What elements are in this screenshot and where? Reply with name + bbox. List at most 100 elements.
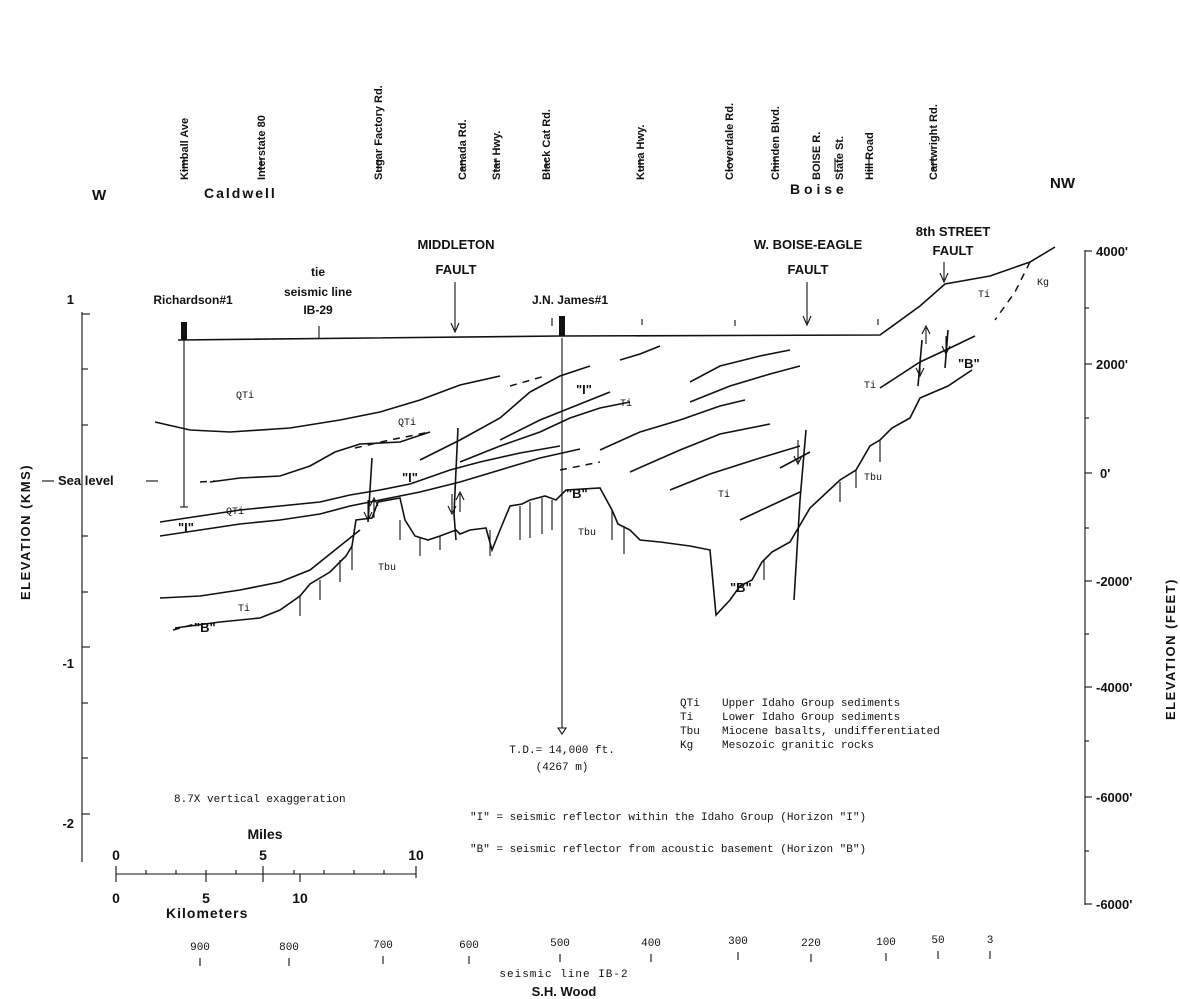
ground-surface — [177, 246, 1056, 341]
well-richardson-label: Richardson#1 — [153, 293, 233, 307]
right-tick-neg4000: -4000' — [1096, 680, 1132, 695]
direction-west: W — [92, 187, 107, 204]
surface-ticks — [551, 318, 879, 326]
unit-tbu-1: Tbu — [378, 562, 396, 574]
unit-ti-4: Ti — [864, 380, 876, 392]
tie-line-label-3: IB-29 — [303, 303, 333, 317]
road-labels: Kimball Ave Interstate 80 Sugar Factory … — [179, 85, 940, 180]
well-james-symbol — [559, 316, 565, 336]
basement-horizon-b — [174, 369, 973, 629]
legend-code-tbu: Tbu — [680, 726, 700, 738]
legend-desc-tbu: Miocene basalts, undifferentiated — [722, 726, 940, 738]
legend: QTi Upper Idaho Group sediments Ti Lower… — [680, 698, 940, 752]
total-depth-label-1: T.D.= 14,000 ft. — [509, 745, 615, 757]
shotpoint-50: 50 — [931, 935, 944, 947]
horizon-b-note: "B" = seismic reflector from acoustic ba… — [470, 844, 866, 856]
legend-desc-ti: Lower Idaho Group sediments — [722, 712, 900, 724]
road-kimball-ave: Kimball Ave — [179, 118, 191, 180]
author-credit: S.H. Wood — [532, 984, 597, 999]
granite-boundary — [994, 261, 1031, 321]
horizon-b-label-2: "B" — [194, 620, 216, 635]
shotpoint-900: 900 — [190, 942, 210, 954]
horizon-b-label-3: "B" — [730, 580, 752, 595]
right-tick-neg2000: -2000' — [1096, 574, 1132, 589]
unit-labels: QTi QTi QTi Ti Ti Ti Ti Ti Tbu Tbu Tbu K… — [178, 278, 1049, 635]
unit-kg: Kg — [1037, 278, 1049, 289]
road-black-cat: Black Cat Rd. — [541, 109, 553, 180]
road-star-hwy: Star Hwy. — [491, 131, 503, 180]
right-tick-4000: 4000' — [1096, 244, 1128, 259]
shotpoint-600: 600 — [459, 940, 479, 952]
road-boise-river: BOISE R. — [811, 132, 823, 180]
eighth-street-fault-label-1: 8th STREET — [916, 224, 990, 239]
shotpoint-400: 400 — [641, 938, 661, 950]
horizon-i-label-3: "I" — [178, 520, 194, 535]
left-tick-neg2: -2 — [62, 816, 74, 831]
right-tick-neg6000-bottom: -6000' — [1096, 897, 1132, 912]
shotpoint-300: 300 — [728, 936, 748, 948]
scale-bar: Miles 0 5 10 0 5 10 Kilometers — [112, 826, 424, 921]
unit-ti-5: Ti — [978, 289, 990, 301]
shotpoint-500: 500 — [550, 938, 570, 950]
scale-km-0: 0 — [112, 890, 120, 906]
scale-km-5: 5 — [202, 890, 210, 906]
horizon-i-label-2: "I" — [402, 470, 418, 485]
left-tick-neg1: -1 — [62, 656, 74, 671]
vertical-exaggeration-note: 8.7X vertical exaggeration — [174, 794, 346, 806]
shotpoint-3: 3 — [987, 935, 994, 947]
city-boise: B o i s e — [790, 181, 844, 197]
scale-miles-title: Miles — [247, 826, 282, 842]
legend-desc-kg: Mesozoic granitic rocks — [722, 740, 874, 752]
boise-eagle-fault-label-1: W. BOISE-EAGLE — [754, 237, 863, 252]
unit-qti-3: QTi — [226, 506, 244, 518]
tie-line-label-2: seismic line — [284, 285, 352, 299]
legend-code-qti: QTi — [680, 698, 700, 710]
road-canada: Canada Rd. — [457, 119, 469, 180]
horizon-b-label-1: "B" — [566, 486, 588, 501]
unit-ti-3: Ti — [238, 603, 250, 615]
middleton-fault-label-1: MIDDLETON — [417, 237, 494, 252]
direction-northwest: NW — [1050, 175, 1076, 192]
unit-tbu-3: Tbu — [864, 472, 882, 484]
boise-eagle-fault-label-2: FAULT — [788, 262, 829, 277]
shotpoint-220: 220 — [801, 938, 821, 950]
horizon-i-label-1: "I" — [576, 382, 592, 397]
unit-qti-1: QTi — [236, 390, 254, 402]
road-sugar-factory: Sugar Factory Rd. — [373, 85, 385, 180]
shotpoint-100: 100 — [876, 937, 896, 949]
tie-line-label-1: tie — [311, 265, 325, 279]
road-interstate-80: Interstate 80 — [256, 115, 268, 180]
left-axis: 1 -1 -2 Sea level ELEVATION (KMS) — [18, 292, 158, 862]
legend-code-ti: Ti — [680, 712, 694, 724]
legend-desc-qti: Upper Idaho Group sediments — [722, 698, 900, 710]
unit-tbu-2: Tbu — [578, 527, 596, 539]
city-caldwell: Caldwell — [204, 185, 277, 201]
right-tick-2000: 2000' — [1096, 357, 1128, 372]
right-tick-neg6000: -6000' — [1096, 790, 1132, 805]
road-kuna-hwy: Kuna Hwy. — [635, 125, 647, 180]
middleton-fault-label-2: FAULT — [436, 262, 477, 277]
reflector-lines — [154, 335, 976, 599]
shotpoint-labels: 900 800 700 600 500 400 300 220 100 50 3 — [190, 935, 993, 966]
unit-ti-1: Ti — [620, 398, 632, 410]
right-tick-0: 0' — [1100, 466, 1110, 481]
road-cartwright: Cartwright Rd. — [928, 104, 940, 180]
scale-miles-0: 0 — [112, 847, 120, 863]
well-richardson-symbol — [181, 322, 187, 340]
shotpoint-700: 700 — [373, 940, 393, 952]
road-cloverdale: Cloverdale Rd. — [724, 103, 736, 180]
shotpoint-800: 800 — [279, 942, 299, 954]
unit-ti-2: Ti — [718, 489, 730, 501]
horizon-i-note: "I" = seismic reflector within the Idaho… — [470, 812, 866, 824]
basement-ticks — [299, 440, 881, 616]
horizon-b-label-4: "B" — [958, 356, 980, 371]
scale-miles-10: 10 — [408, 847, 424, 863]
right-axis: 4000' 2000' 0' -2000' -4000' -6000' -600… — [1084, 244, 1178, 912]
road-ticks — [183, 158, 934, 172]
legend-code-kg: Kg — [680, 740, 693, 752]
left-axis-title: ELEVATION (KMS) — [18, 464, 33, 600]
road-hill-road: Hill Road — [864, 132, 876, 180]
total-depth-label-2: (4267 m) — [536, 762, 589, 774]
road-state-st: State St. — [834, 136, 846, 180]
